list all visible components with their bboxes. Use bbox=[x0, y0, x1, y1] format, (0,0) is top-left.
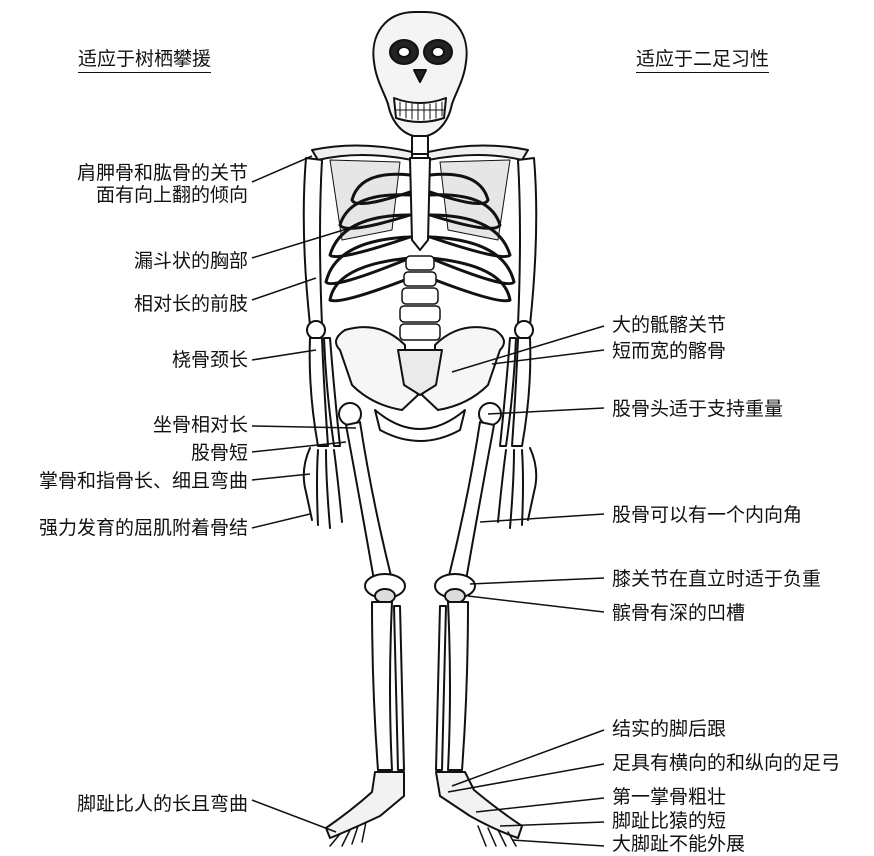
label-ilium: 短而宽的髂骨 bbox=[612, 340, 726, 362]
label-toe-long: 脚趾比人的长且弯曲 bbox=[77, 793, 248, 815]
label-sacroiliac: 大的骶髂关节 bbox=[612, 314, 726, 336]
skull bbox=[373, 12, 466, 137]
label-ischium: 坐骨相对长 bbox=[153, 414, 248, 436]
label-patella: 髌骨有深的凹槽 bbox=[612, 602, 745, 624]
label-arch: 足具有横向的和纵向的足弓 bbox=[612, 752, 840, 774]
label-femur-head: 股骨头适于支持重量 bbox=[612, 398, 783, 420]
label-shoulder: 肩胛骨和肱骨的关节 面有向上翻的倾向 bbox=[77, 162, 248, 206]
label-heel: 结实的脚后跟 bbox=[612, 718, 726, 740]
label-femur-short: 股骨短 bbox=[191, 442, 248, 464]
label-flexor: 强力发育的屈肌附着骨结 bbox=[39, 517, 248, 539]
label-big-toe: 大脚趾不能外展 bbox=[612, 833, 745, 855]
label-knee: 膝关节在直立时适于负重 bbox=[612, 568, 821, 590]
label-radius-neck: 桡骨颈长 bbox=[172, 349, 248, 371]
label-first-metatarsal: 第一掌骨粗壮 bbox=[612, 786, 726, 808]
label-femur-angle: 股骨可以有一个内向角 bbox=[612, 504, 802, 526]
label-long-forelimb: 相对长的前肢 bbox=[134, 293, 248, 315]
label-metacarpal: 掌骨和指骨长、细且弯曲 bbox=[39, 470, 248, 492]
label-funnel-chest: 漏斗状的胸部 bbox=[134, 250, 248, 272]
label-toe-short: 脚趾比猿的短 bbox=[612, 810, 726, 832]
